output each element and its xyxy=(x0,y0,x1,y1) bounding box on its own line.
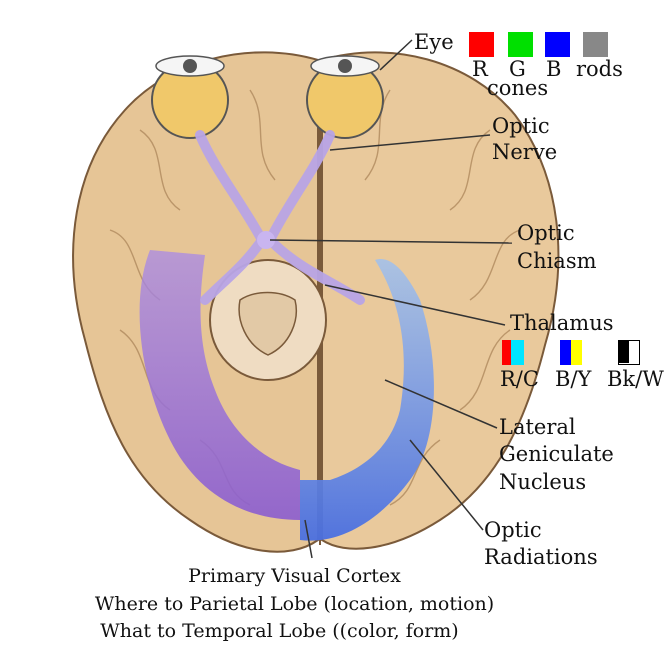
label-optic-chiasm-line1: Optic xyxy=(517,221,575,246)
label-bkw: Bk/W xyxy=(607,367,664,392)
label-radiations-line1: Optic xyxy=(484,518,542,543)
swatch-green-cone xyxy=(508,32,533,57)
label-optic-nerve-line1: Optic xyxy=(492,114,550,139)
swatch-red-cone xyxy=(469,32,494,57)
right-eye xyxy=(307,56,383,138)
label-lgn-line3: Nucleus xyxy=(499,470,586,495)
swatch-rods xyxy=(583,32,608,57)
label-cone-b: B xyxy=(546,57,561,82)
caption-line2: Where to Parietal Lobe (location, motion… xyxy=(0,591,629,617)
caption-line3: What to Temporal Lobe ((color, form) xyxy=(0,618,614,644)
label-lgn-line1: Lateral xyxy=(499,415,576,440)
label-optic-nerve-line2: Nerve xyxy=(492,140,557,165)
label-rc: R/C xyxy=(500,367,539,392)
label-cone-r: R xyxy=(472,57,488,82)
label-rods: rods xyxy=(576,57,623,82)
label-optic-chiasm-line2: Chiasm xyxy=(517,249,597,274)
left-eye xyxy=(152,56,228,138)
label-eye: Eye xyxy=(414,30,454,55)
label-thalamus: Thalamus xyxy=(510,311,614,336)
caption-line1: Primary Visual Cortex xyxy=(0,563,629,589)
swatch-blue-cone xyxy=(545,32,570,57)
label-by: B/Y xyxy=(555,367,591,392)
label-cones: cones xyxy=(487,76,548,101)
swatch-blue-yellow xyxy=(560,340,582,365)
swatch-red-cyan xyxy=(502,340,524,365)
label-lgn-line2: Geniculate xyxy=(499,442,614,467)
swatch-black-white xyxy=(618,340,640,365)
